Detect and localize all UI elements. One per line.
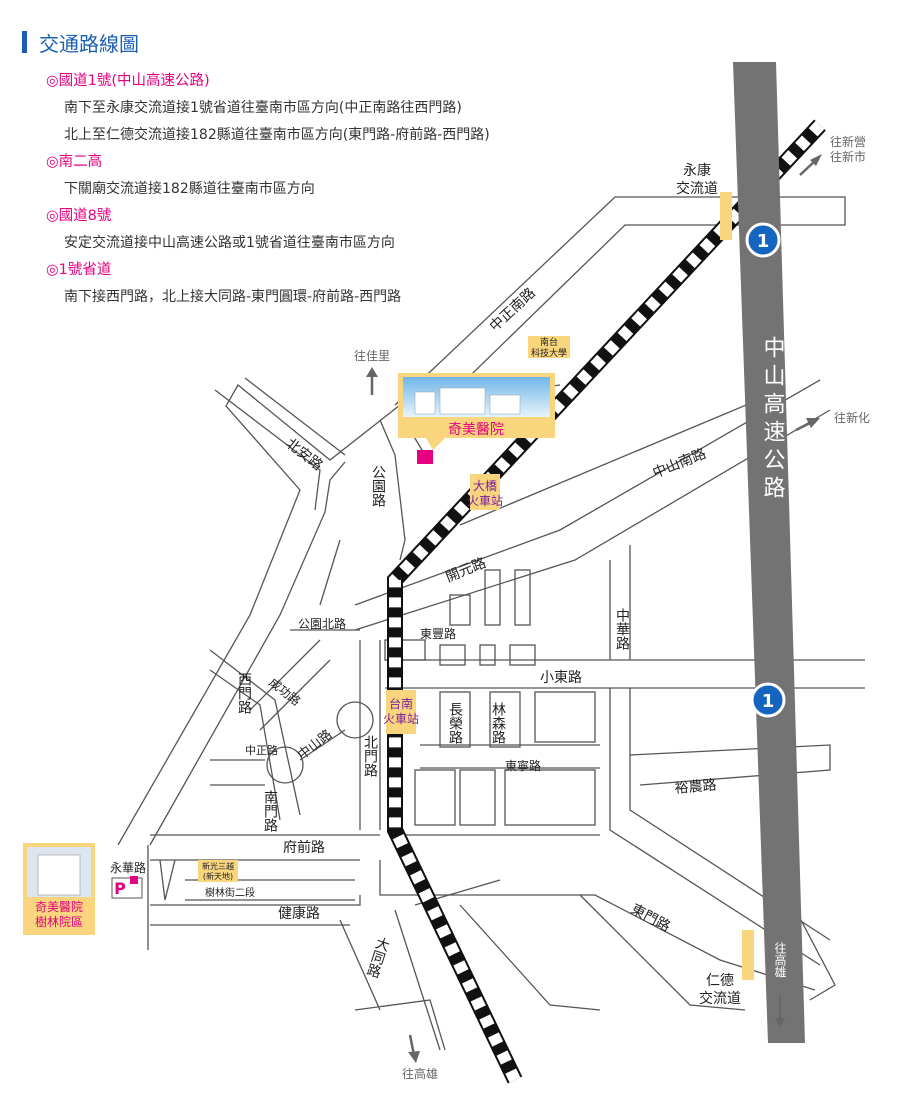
label-road-xiaodong: 小東路 [540,670,582,686]
label-road-zhonghua: 中華路 [614,608,630,650]
label-road-yonghua: 永華路 [110,860,146,875]
label-interchange-rende: 仁德交流道 [699,973,741,1007]
hospital-branch-callout [23,843,238,935]
daqiao-station-bg [470,474,500,510]
label-interchange-yongkang-l1: 永康 [683,162,711,179]
label-hospital-main: 奇美醫院 [448,421,504,438]
label-road-zhongzheng: 中正路 [245,744,278,757]
label-interchange-yongkang-l2: 交流道 [676,180,718,197]
interchange-marker-rende [742,930,754,980]
station-labels [386,336,570,734]
freeway-shield-south: 1 [750,682,786,718]
direction-group: ◎國道8號 安定交流道接中山高速公路或1號省道往臺南市區方向 [46,203,646,257]
direction-line: 下關廟交流道接182縣道往臺南市區方向 [64,181,315,197]
label-road-yunong: 裕農路 [674,777,717,797]
svg-text:1: 1 [762,691,775,712]
direction-group: ◎國道1號(中山高速公路) 南下至永康交流道接1號省道往臺南市區方向(中正南路往… [46,68,646,149]
label-hospital-branch: 奇美醫院樹林院區 [35,900,83,929]
label-road-fuqian: 府前路 [283,839,325,856]
direction-group: ◎1號省道 南下接西門路，北上接大同路-東門圓環-府前路-西門路 [46,257,646,311]
label-road-dongning: 東寧路 [505,758,541,773]
label-road-linsen: 林森路 [490,702,506,744]
label-road-jiankang: 健康路 [278,905,320,922]
direction-group: ◎南二高 下關廟交流道接182縣道往臺南市區方向 [46,149,646,203]
interchange-marker-yongkang [720,192,732,240]
label-road-kaiyuan: 開元路 [444,555,489,586]
label-road-changrong: 長榮路 [447,702,463,744]
direction-line: 安定交流道接中山高速公路或1號省道往臺南市區方向 [64,235,395,251]
label-parking: P [114,879,126,898]
direction-heading: ◎1號省道 [46,262,112,278]
label-road-shulin: 樹林街二段 [205,886,255,899]
university-bg [528,336,570,358]
tainan-station-bg [386,690,416,734]
label-road-dongmen: 東門路 [628,901,673,935]
label-road-ximen: 西門路 [236,672,252,714]
title-accent-bar [22,31,27,53]
hospital-main-marker [417,450,433,464]
direction-line: 北上至仁德交流道接182縣道往臺南市區方向(東門路-府前路-西門路) [64,127,490,143]
label-dir-kaohsiung-freeway: 往高雄 [773,941,787,978]
freeway-name-label: 中山高速公路 [760,336,786,504]
label-station-tainan: 台南火車站 [383,696,419,726]
label-station-daqiao: 大橋火車站 [467,479,503,508]
label-road-beian: 北安路 [283,436,326,474]
label-road-zhongshan-south: 中山南路 [651,446,709,482]
label-road-beimen: 北門路 [362,735,378,777]
direction-heading: ◎南二高 [46,154,103,170]
label-road-dongfeng: 東豐路 [420,626,456,641]
label-road-zhongshan: 中山路 [295,727,336,764]
label-road-gongyuan: 公園路 [370,465,386,507]
direction-heading: ◎國道1號(中山高速公路) [46,73,210,89]
label-dir-xinying: 往新營往新市 [830,134,866,164]
label-dir-jiali: 往佳里 [354,348,390,363]
label-road-datong: 大同路 [363,935,391,980]
direction-line: 南下接西門路，北上接大同路-東門圓環-府前路-西門路 [64,289,402,305]
label-store: 新光三越(新天地) [202,861,234,881]
direction-arrows [366,154,822,1063]
map-labels: 永康交流道 仁德交流道 往新營往新市 往新化 往佳里 往高雄 往高雄 中正南路 … [35,134,870,1081]
title-block: 交通路線圖 [22,28,139,56]
store-bg [198,860,238,882]
freeway: 中山高速公路 1 1 [720,62,805,1043]
label-road-nanmen: 南門路 [262,790,278,832]
page-title: 交通路線圖 [39,31,139,56]
directions-list: ◎國道1號(中山高速公路) 南下至永康交流道接1號省道往臺南市區方向(中正南路往… [46,68,646,311]
label-interchange-yongkang: 永康交流道 [676,162,718,197]
label-road-gongyuan-north: 公園北路 [298,616,346,631]
label-dir-xinhua: 往新化 [834,410,870,425]
label-dir-kaohsiung-south: 往高雄 [402,1066,438,1081]
svg-text:1: 1 [757,231,770,252]
freeway-shield-north: 1 [745,222,781,258]
label-university: 南台科技大學 [531,336,567,359]
direction-line: 南下至永康交流道接1號省道往臺南市區方向(中正南路往西門路) [64,100,462,116]
branch-marker [130,876,138,884]
direction-heading: ◎國道8號 [46,208,112,224]
hospital-main-callout [398,373,555,464]
